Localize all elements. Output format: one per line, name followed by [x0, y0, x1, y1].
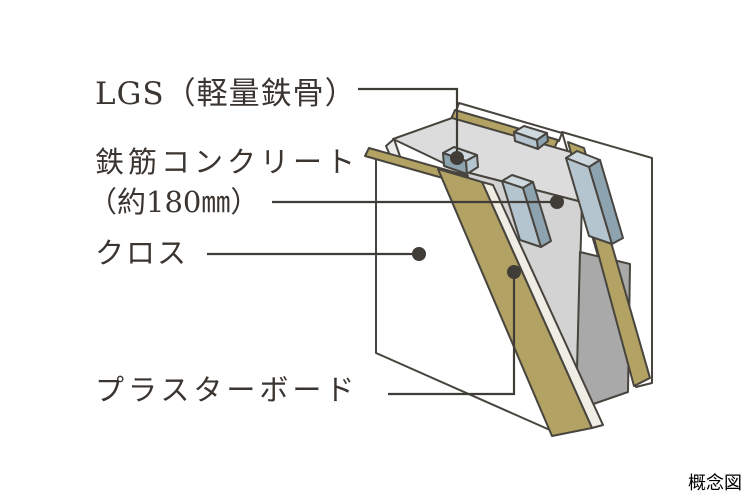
- leader-dot-lgs: [450, 151, 464, 165]
- stud-side-face: [536, 132, 549, 150]
- stud-side-face: [522, 181, 552, 248]
- lgs-stud-front-middle: [501, 174, 552, 248]
- leader-dot-cloth: [412, 247, 426, 261]
- leader-line-lgs: [358, 87, 459, 158]
- label-cloth: クロス: [95, 236, 188, 270]
- lgs-stud-back-tall: [565, 150, 624, 245]
- lgs-stud-back-small: [513, 125, 549, 150]
- label-concrete-line2: （約180㎜）: [88, 185, 259, 219]
- leader-dot-plasterboard: [507, 265, 521, 279]
- stud-side-face: [588, 159, 624, 245]
- stud-side-face: [465, 154, 479, 175]
- caption-conceptual-diagram: 概念図: [688, 472, 742, 494]
- label-concrete-line1: 鉄筋コンクリート: [95, 145, 359, 179]
- label-plasterboard: プラスターボード: [95, 373, 358, 407]
- label-lgs: LGS（軽量鉄骨）: [95, 76, 357, 112]
- leader-line-plasterboard: [388, 272, 516, 396]
- leader-dot-concrete: [550, 195, 564, 209]
